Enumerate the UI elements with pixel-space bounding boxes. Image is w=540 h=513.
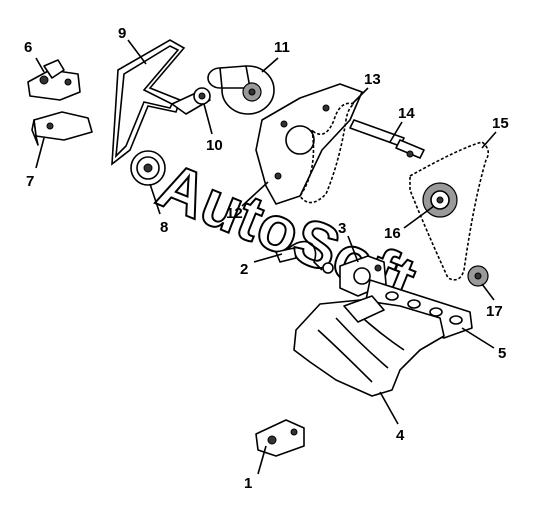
gear-17-part [467,265,489,287]
drive-belt-9-part [111,39,186,166]
pulley-8-part [130,150,166,186]
timing-chain-13-part [299,102,356,204]
callout-5: 5 [498,345,506,362]
sprocket-16-part [422,182,458,218]
callout-11: 11 [274,39,290,56]
water-pump-11-part [207,65,275,115]
shaft-14-part [349,119,425,159]
leader-lines [35,39,497,475]
callout-12: 12 [226,205,243,222]
chain-15-part [409,141,490,281]
idler-10-part [171,87,211,115]
callout-10: 10 [206,137,223,154]
callout-1: 1 [244,475,252,492]
intake-manifold-4-part [293,295,445,397]
callout-9: 9 [118,25,126,42]
bracket-6-part [27,59,81,101]
timing-cover-12-part [255,83,363,205]
callout-17: 17 [486,303,503,320]
callout-8: 8 [160,219,168,236]
callout-3: 3 [338,220,346,237]
callout-16: 16 [384,225,401,242]
callout-13: 13 [364,71,381,88]
callout-7: 7 [26,173,34,190]
engine-mount-1-part [255,419,305,457]
callout-2: 2 [240,261,248,278]
callout-4: 4 [396,427,405,444]
callout-15: 15 [492,115,509,132]
callout-labels: 1 2 3 4 5 6 7 8 9 10 11 12 13 14 15 16 1… [24,25,509,492]
sensor-2-part [275,240,334,274]
bracket-7-part [31,111,93,146]
callout-6: 6 [24,39,32,56]
callout-14: 14 [398,105,415,122]
